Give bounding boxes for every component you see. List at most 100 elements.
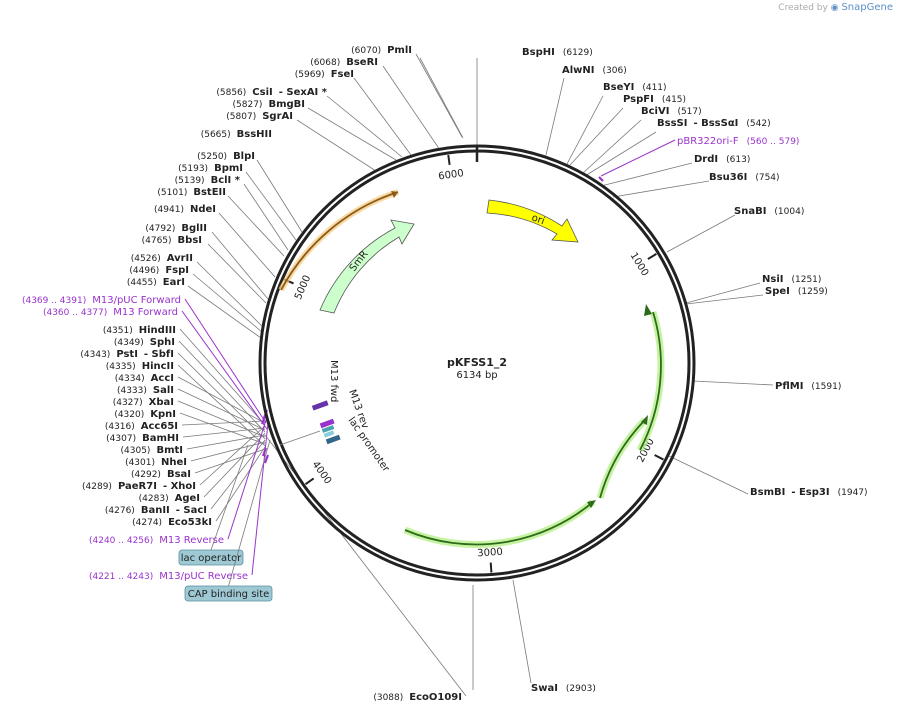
m13-rev-feature[interactable] bbox=[319, 418, 335, 429]
site-position: (1591) bbox=[811, 382, 841, 392]
site-label-26[interactable]: (5101)BstEII bbox=[157, 187, 226, 198]
leader-line bbox=[203, 432, 266, 498]
ori-feature[interactable] bbox=[486, 199, 579, 243]
tick-label-5000: 5000 bbox=[293, 274, 313, 302]
site-position: (4455) bbox=[127, 278, 157, 288]
site-label-0[interactable]: BspHI(6129) bbox=[522, 47, 593, 58]
site-label-39[interactable]: (4334)AccI bbox=[115, 373, 174, 384]
site-label-19[interactable]: (5856)CsiI- SexAI * bbox=[216, 87, 327, 98]
site-label-43[interactable]: (4316)Acc65I bbox=[105, 421, 178, 432]
site-label-53[interactable]: (4221 .. 4243)M13/pUC Reverse bbox=[89, 571, 248, 582]
site-name: SnaBI bbox=[734, 206, 766, 217]
site-position: (4941) bbox=[154, 205, 184, 215]
leader-line bbox=[179, 412, 266, 445]
site-name: NdeI bbox=[190, 204, 216, 215]
site-label-52[interactable]: (4240 .. 4256)M13 Reverse bbox=[89, 535, 224, 546]
lac-operator-feature[interactable] bbox=[321, 425, 335, 433]
site-label-47[interactable]: (4292)BsaI bbox=[131, 469, 191, 480]
site-label-37[interactable]: (4343)PstI- SbfI bbox=[80, 349, 174, 360]
site-label-3[interactable]: PspFI(415) bbox=[623, 94, 686, 105]
leader-line bbox=[199, 425, 266, 486]
site-label-1[interactable]: AlwNI(306) bbox=[562, 65, 627, 76]
site-name: PspFI bbox=[623, 94, 654, 105]
site-label-22[interactable]: (5665)BssHII bbox=[201, 129, 272, 140]
site-label-35[interactable]: (4351)HindIII bbox=[103, 325, 176, 336]
site-label-33[interactable]: (4369 .. 4391)M13/pUC Forward bbox=[22, 295, 181, 306]
site-name: HindIII bbox=[139, 325, 176, 336]
site-label-8[interactable]: Bsu36I(754) bbox=[709, 172, 780, 183]
orange-track-arrowhead bbox=[391, 191, 398, 198]
site-position: (6070) bbox=[351, 46, 381, 56]
site-label-28[interactable]: (4792)BglII bbox=[145, 223, 207, 234]
site-position: (2903) bbox=[566, 684, 596, 694]
site-label-44[interactable]: (4307) BamHI bbox=[106, 433, 179, 444]
site-label-14[interactable]: SwaI(2903) bbox=[531, 683, 596, 694]
site-label-16[interactable]: (6070)PmlI bbox=[351, 45, 412, 56]
site-label-18[interactable]: (5969)FseI bbox=[295, 69, 354, 80]
feature-box-label[interactable]: lac operator bbox=[181, 553, 242, 564]
site-label-7[interactable]: DrdI(613) bbox=[694, 154, 750, 165]
site-position: (1259) bbox=[798, 287, 828, 297]
site-label-6[interactable]: pBR322ori-F(560 .. 579) bbox=[677, 136, 799, 147]
site-position: (4221 .. 4243) bbox=[89, 572, 153, 582]
lac-promoter-feature[interactable] bbox=[325, 434, 341, 445]
site-label-50[interactable]: (4276)BanII- SacI bbox=[105, 505, 207, 516]
site-label-9[interactable]: SnaBI(1004) bbox=[734, 206, 804, 217]
site-name: PaeR7I bbox=[118, 481, 157, 492]
site-label-38[interactable]: (4335)HincII bbox=[106, 361, 174, 372]
site-label-48[interactable]: (4289)PaeR7I- XhoI bbox=[82, 481, 196, 492]
tick-mark-6000 bbox=[447, 154, 451, 166]
site-label-42[interactable]: (4320)KpnI bbox=[114, 409, 176, 420]
site-name: BmtI bbox=[156, 445, 183, 456]
site-label-49[interactable]: (4283)AgeI bbox=[139, 493, 200, 504]
site-label-2[interactable]: BseYI(411) bbox=[603, 82, 667, 93]
site-name: M13 Forward bbox=[113, 307, 178, 318]
cap-site-feature[interactable] bbox=[323, 430, 335, 438]
site-label-10[interactable]: NsiI(1251) bbox=[762, 274, 821, 285]
site-position: (613) bbox=[726, 155, 750, 165]
feature-box-label[interactable]: CAP binding site bbox=[188, 589, 270, 600]
leader-line bbox=[181, 310, 268, 430]
site-name: BamHI bbox=[142, 433, 179, 444]
site-label-15[interactable]: (3088)EcoO109I bbox=[373, 692, 462, 703]
site-label-12[interactable]: PflMI(1591) bbox=[775, 381, 841, 392]
green-track-2-arrowhead bbox=[641, 415, 648, 425]
site-label-13[interactable]: BsmBI- Esp3I(1947) bbox=[750, 487, 868, 498]
site-label-21[interactable]: (5807)SgrAI bbox=[226, 111, 293, 122]
site-label-5[interactable]: BssSI- BssSαI(542) bbox=[657, 118, 771, 129]
site-position: (4276) bbox=[105, 506, 135, 516]
site-label-25[interactable]: (5139)BclI * bbox=[175, 175, 241, 186]
site-label-51[interactable]: (4274)Eco53kI bbox=[132, 517, 212, 528]
site-label-31[interactable]: (4496)FspI bbox=[129, 265, 189, 276]
green-track-3-arrowhead bbox=[587, 500, 596, 508]
site-label-40[interactable]: (4333)SalI bbox=[117, 385, 174, 396]
snapgene-logo-icon: ◉ bbox=[830, 3, 839, 13]
site-position: (5827) bbox=[233, 100, 263, 110]
m13-fwd-feature[interactable] bbox=[311, 400, 329, 411]
site-label-32[interactable]: (4455)EarI bbox=[127, 277, 185, 288]
leader-line bbox=[178, 340, 266, 433]
site-label-23[interactable]: (5250)BlpI bbox=[197, 151, 255, 162]
smr-feature[interactable] bbox=[319, 219, 415, 314]
site-label-20[interactable]: (5827)BmgBI bbox=[233, 99, 305, 110]
site-position: (4334) bbox=[115, 374, 145, 384]
site-label-45[interactable]: (4305)BmtI bbox=[121, 445, 183, 456]
site-name: BseYI bbox=[603, 82, 634, 93]
site-label-29[interactable]: (4765)BbsI bbox=[142, 235, 202, 246]
site-label-41[interactable]: (4327)XbaI bbox=[113, 397, 174, 408]
site-position: (4320) bbox=[114, 410, 144, 420]
site-label-17[interactable]: (6068)BseRI bbox=[310, 57, 378, 68]
site-label-36[interactable]: (4349)SphI bbox=[114, 337, 175, 348]
site-label-24[interactable]: (5193)BpmI bbox=[178, 163, 243, 174]
site-label-27[interactable]: (4941) NdeI bbox=[154, 204, 216, 215]
site-position: (4765) bbox=[142, 236, 172, 246]
site-label-30[interactable]: (4526)AvrII bbox=[131, 253, 193, 264]
site-name-alt: - SacI bbox=[176, 505, 207, 516]
site-label-4[interactable]: BciVI(517) bbox=[641, 106, 702, 117]
site-label-34[interactable]: (4360 .. 4377)M13 Forward bbox=[43, 307, 178, 318]
site-label-46[interactable]: (4301)NheI bbox=[125, 457, 187, 468]
site-position: (4307) bbox=[106, 434, 136, 444]
site-position: (5969) bbox=[295, 70, 325, 80]
site-label-11[interactable]: SpeI(1259) bbox=[765, 286, 828, 297]
tick-mark-4000 bbox=[304, 477, 315, 485]
